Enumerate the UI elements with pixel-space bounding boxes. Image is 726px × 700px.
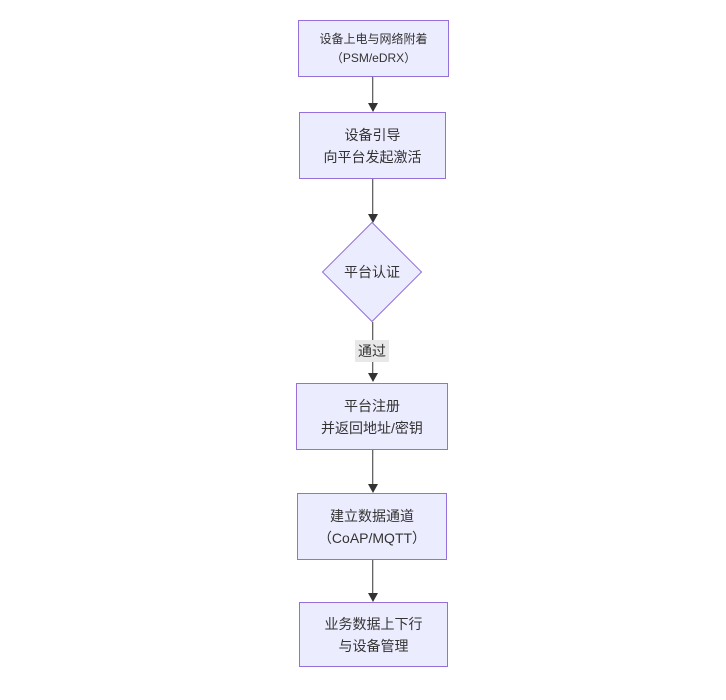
- arrowhead-down-icon: [367, 214, 378, 223]
- node-label-line: 业务数据上下行: [324, 615, 423, 632]
- arrowhead-down-icon: [367, 103, 378, 112]
- node-label-line: 建立数据通道: [330, 507, 414, 524]
- node-label-line: 设备引导: [344, 126, 401, 143]
- arrowhead-down-icon: [367, 373, 378, 382]
- node-label-line: 平台认证: [344, 264, 400, 280]
- flow-node-power-network-attach: 设备上电与网络附着 （PSM/eDRX）: [298, 20, 449, 77]
- flow-arrow-5: [367, 560, 378, 602]
- arrow-line: [371, 450, 374, 485]
- arrowhead-down-icon: [367, 593, 378, 602]
- flow-arrow-4: [367, 450, 378, 493]
- node-label-line: （CoAP/MQTT）: [317, 529, 427, 546]
- node-label-line: 平台注册: [344, 397, 400, 414]
- node-label-line: 并返回地址/密钥: [321, 419, 423, 436]
- arrowhead-down-icon: [367, 484, 378, 493]
- node-label-line: 向平台发起激活: [323, 148, 422, 165]
- flow-node-data-channel: 建立数据通道 （CoAP/MQTT）: [297, 493, 447, 560]
- node-label-line: 设备上电与网络附着: [319, 31, 428, 46]
- flow-decision-platform-auth: 平台认证: [321, 221, 423, 323]
- flow-node-business-data: 业务数据上下行 与设备管理: [299, 602, 448, 667]
- flow-arrow-1: [367, 77, 378, 112]
- node-label-line: 与设备管理: [338, 637, 409, 654]
- flow-node-platform-register: 平台注册 并返回地址/密钥: [296, 383, 448, 450]
- flow-arrow-2: [367, 179, 378, 223]
- node-label-line: （PSM/eDRX）: [330, 50, 417, 65]
- arrow-line: [371, 179, 374, 215]
- flow-node-device-bootstrap: 设备引导 向平台发起激活: [299, 112, 446, 179]
- edge-label-pass: 通过: [355, 340, 389, 362]
- arrow-line: [371, 560, 374, 594]
- arrow-line: [371, 77, 374, 104]
